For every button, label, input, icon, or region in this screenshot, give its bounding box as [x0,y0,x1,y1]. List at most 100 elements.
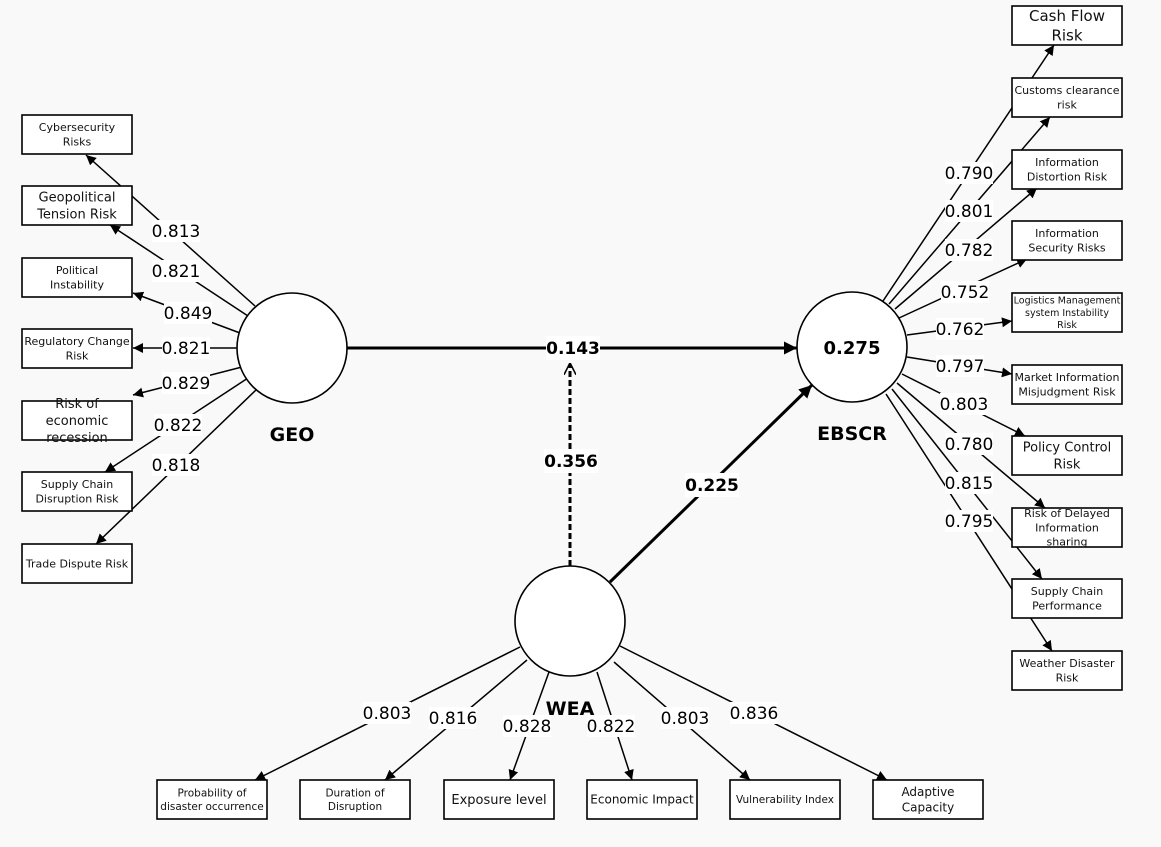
loading-value-label: 0.803 [363,702,412,724]
svg-text:0.822: 0.822 [587,717,636,737]
latent-name-label: WEA [546,698,595,720]
svg-text:0.790: 0.790 [945,164,994,184]
loading-value-label: 0.795 [945,510,994,532]
loading-value-label: 0.790 [945,162,994,184]
loading-value-label: 0.828 [503,715,552,737]
loading-value-label: 0.818 [152,454,201,476]
svg-text:0.803: 0.803 [661,709,710,729]
loading-value-label: 0.762 [936,318,985,340]
svg-text:0.829: 0.829 [162,374,211,394]
indicator-label: Vulnerability Index [736,794,834,806]
loading-value-label: 0.822 [154,414,203,436]
svg-text:0.821: 0.821 [162,339,211,359]
svg-text:0.836: 0.836 [730,704,779,724]
svg-text:0.815: 0.815 [945,474,994,494]
loading-value-label: 0.821 [152,260,201,282]
indicator-box-trade-dispute-risk[interactable]: Trade Dispute Risk [21,543,133,584]
svg-text:0.797: 0.797 [936,357,985,377]
loading-value-label: 0.816 [429,707,477,729]
indicator-label: Exposure level [451,793,546,808]
svg-text:0.780: 0.780 [945,435,994,455]
svg-text:0.821: 0.821 [152,262,201,282]
svg-text:0.828: 0.828 [503,717,552,737]
svg-text:0.752: 0.752 [941,283,990,303]
r-squared-value: 0.275 [824,338,881,359]
latent-node-ebscr[interactable]: 0.275 [796,291,908,403]
svg-text:0.818: 0.818 [152,456,201,476]
svg-text:0.849: 0.849 [164,304,213,324]
loading-value-label: 0.829 [162,372,211,394]
latent-nodes-layer: 0.275 [236,291,908,677]
svg-text:0.225: 0.225 [685,476,739,496]
svg-text:0.782: 0.782 [945,241,994,261]
latent-node-geo[interactable] [236,292,348,404]
svg-text:0.813: 0.813 [152,222,201,242]
latent-node-wea[interactable] [514,565,626,677]
loading-value-label: 0.780 [945,433,994,455]
loading-value-label: 0.822 [587,715,636,737]
indicator-box-vulnerability-index[interactable]: Vulnerability Index [729,779,841,820]
loading-value-label: 0.801 [945,200,993,222]
path-coefficient-label: 0.143 [546,336,600,360]
loading-value-label: 0.782 [945,239,994,261]
svg-text:0.803: 0.803 [940,395,989,415]
loading-value-label: 0.836 [730,702,779,724]
svg-text:0.803: 0.803 [363,704,412,724]
indicator-box-economic-impact[interactable]: Economic Impact [586,779,698,820]
latent-name-label: GEO [270,424,315,446]
indicator-box-exposure-level[interactable]: Exposure level [443,779,555,820]
loading-value-label: 0.815 [945,472,994,494]
path-coefficient-label: 0.225 [685,473,739,497]
loading-value-label: 0.797 [936,355,985,377]
indicator-label: Trade Dispute Risk [25,557,129,570]
loading-value-label: 0.821 [162,337,211,359]
svg-text:0.822: 0.822 [154,416,203,436]
svg-text:0.795: 0.795 [945,512,994,532]
loading-value-label: 0.849 [164,302,213,324]
svg-text:0.143: 0.143 [546,339,600,359]
svg-text:0.762: 0.762 [936,320,985,340]
loading-value-label: 0.803 [940,393,989,415]
loading-value-label: 0.813 [152,220,201,242]
loading-value-label: 0.752 [941,281,990,303]
labels-layer: 0.813 0.821 0.849 0.821 0.829 0.822 0.818 0.790… [152,162,994,737]
